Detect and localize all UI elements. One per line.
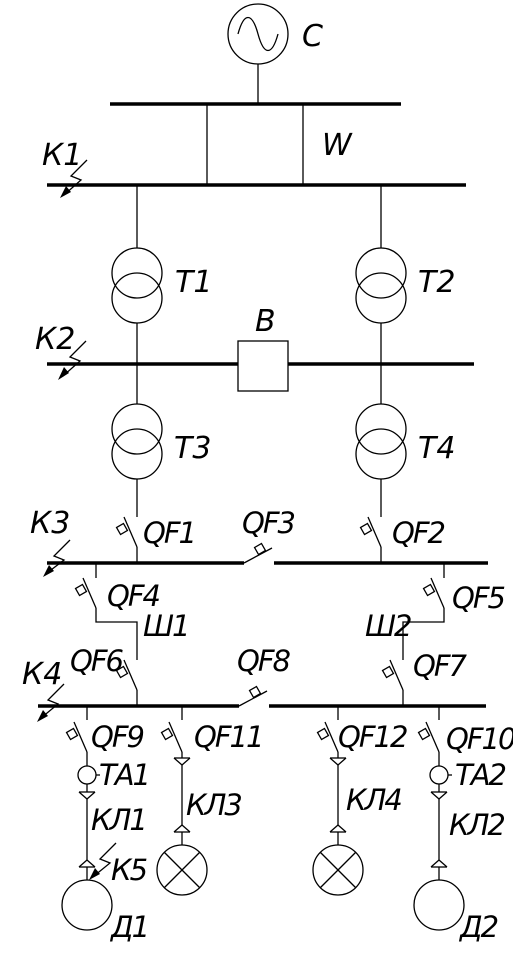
circuit-breaker-icon [65,721,88,753]
d2-label: Д2 [458,910,498,944]
qf11-label: QF11 [194,720,262,754]
circuit-breaker-icon [402,577,445,660]
circuit-breaker-icon [74,577,138,660]
transformer-icon [111,403,163,480]
circuit-breaker-icon [115,659,138,706]
qf12-label: QF12 [338,720,407,754]
circuit-breaker-icon [243,542,273,564]
qf9-label: QF9 [91,720,144,754]
generator-label: С [302,19,323,54]
cable-termination-icon [173,824,191,833]
short-circuit-icon [37,683,65,722]
sh2-label: Ш2 [365,609,411,643]
qf5-label: QF5 [452,581,505,615]
current-transformer-icon [429,765,449,785]
block-b-label: В [255,304,276,339]
cable-termination-icon [430,791,448,800]
motor-icon [61,879,113,931]
short-circuit-icon [58,340,87,380]
transformer-icon [111,247,163,324]
fault-k1-label: К1 [42,138,82,173]
qf3-label: QF3 [242,506,295,540]
current-transformer-icon [77,765,97,785]
block-b [237,340,289,392]
ta1-label: ТА1 [99,758,149,792]
t3-label: Т3 [174,431,211,466]
qf1-label: QF1 [143,516,195,550]
fault-k4-label: К4 [22,657,62,692]
short-circuit-icon [60,159,88,198]
ta2-label: ТА2 [455,758,506,792]
motor-icon [413,879,465,931]
circuit-breaker-icon [381,659,404,706]
kl4-label: КЛ4 [346,783,401,817]
qf7-label: QF7 [413,649,468,683]
cable-termination-icon [78,791,96,800]
kl2-label: КЛ2 [449,808,504,842]
t1-label: Т1 [175,265,212,300]
cable-termination-icon [329,824,347,833]
t2-label: Т2 [418,265,455,300]
fault-k3-label: К3 [30,506,70,541]
fault-k5-label: К5 [111,853,147,887]
cable-termination-icon [329,757,347,766]
circuit-breaker-icon [115,516,138,563]
cable-termination-icon [430,859,448,868]
t4-label: Т4 [418,431,455,466]
generator-icon [227,3,289,65]
kl1-label: КЛ1 [91,803,146,837]
qf6-label: QF6 [70,644,124,678]
d1-label: Д1 [109,910,148,944]
line-w-label: W [322,128,353,163]
lamp-load-icon [156,844,208,896]
circuit-breaker-icon [359,516,382,563]
kl3-label: КЛ3 [186,788,241,822]
transformer-icon [355,247,407,324]
cable-termination-icon [78,859,96,868]
lamp-load-icon [312,844,364,896]
qf2-label: QF2 [392,516,445,550]
short-circuit-icon [43,539,71,577]
transformer-icon [355,403,407,480]
qf10-label: QF10 [446,722,513,756]
circuit-breaker-icon [160,721,183,753]
qf4-label: QF4 [107,579,160,613]
circuit-breaker-icon [316,721,339,753]
circuit-breaker-icon [417,721,440,753]
circuit-breaker-icon [238,685,268,707]
short-circuit-icon [89,842,117,880]
qf8-label: QF8 [237,644,291,678]
cable-termination-icon [173,757,191,766]
sh1-label: Ш1 [143,609,188,643]
fault-k2-label: К2 [35,322,75,357]
